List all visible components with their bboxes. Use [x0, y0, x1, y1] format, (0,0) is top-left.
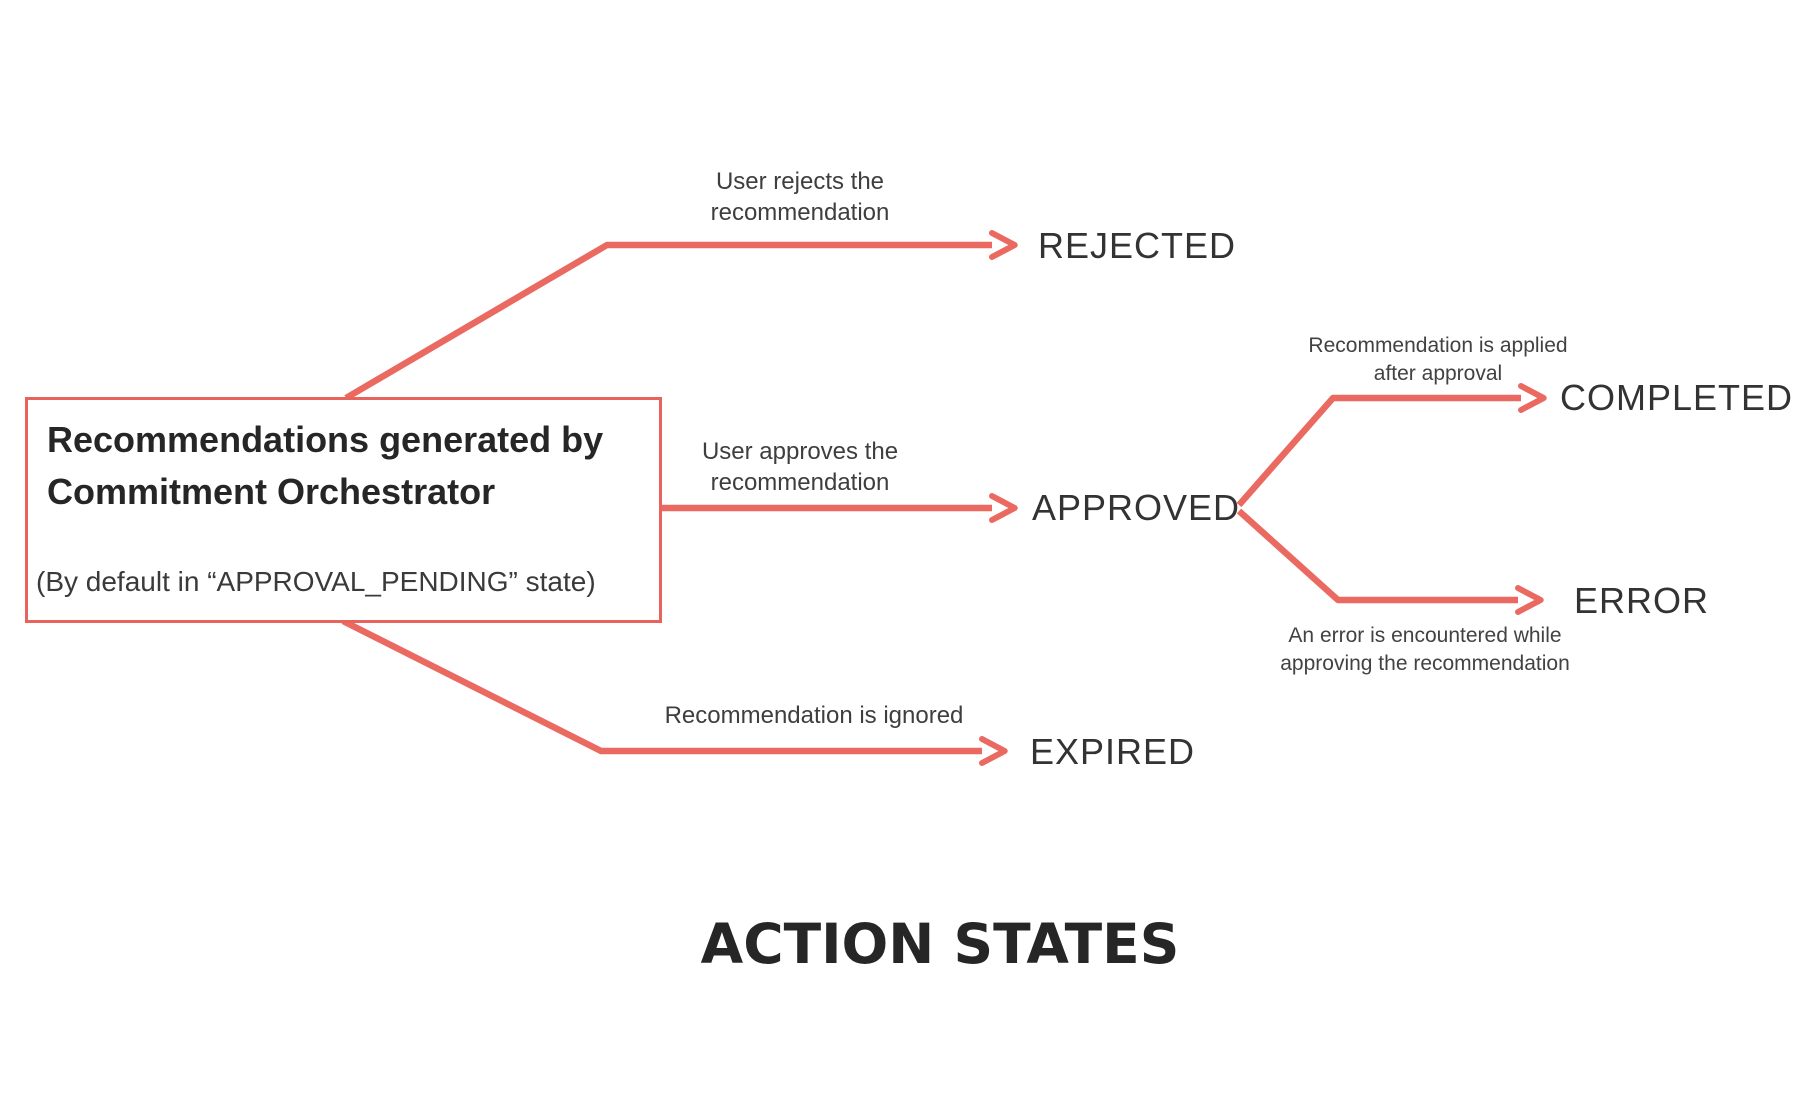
source-node-heading: Recommendations generated by Commitment …: [47, 419, 604, 512]
edge-arrow-completed: [1236, 383, 1547, 508]
edge-label-error: An error is encountered while approving …: [1280, 624, 1570, 675]
edge-label-completed: Recommendation is applied after approval: [1308, 334, 1568, 385]
edge-arrow-expired: [341, 618, 1008, 766]
state-node-error: ERROR: [1574, 580, 1710, 621]
diagram-title: ACTION STATES: [700, 912, 1180, 976]
source-node-subtext: (By default in “APPROVAL_PENDING” state): [36, 566, 596, 597]
state-node-expired: EXPIRED: [1030, 731, 1196, 772]
edge-label-approved: User approves the recommendation: [701, 438, 899, 496]
edge-arrow-error: [1236, 508, 1544, 615]
edge-label-rejected: User rejects the recommendation: [710, 168, 890, 226]
edge-arrow-rejected: [344, 230, 1018, 401]
state-node-approved: APPROVED: [1032, 487, 1241, 528]
edge-label-expired: Recommendation is ignored: [664, 702, 964, 729]
source-node: Recommendations generated by Commitment …: [25, 397, 662, 623]
state-node-completed: COMPLETED: [1560, 377, 1794, 418]
state-node-rejected: REJECTED: [1038, 225, 1237, 266]
